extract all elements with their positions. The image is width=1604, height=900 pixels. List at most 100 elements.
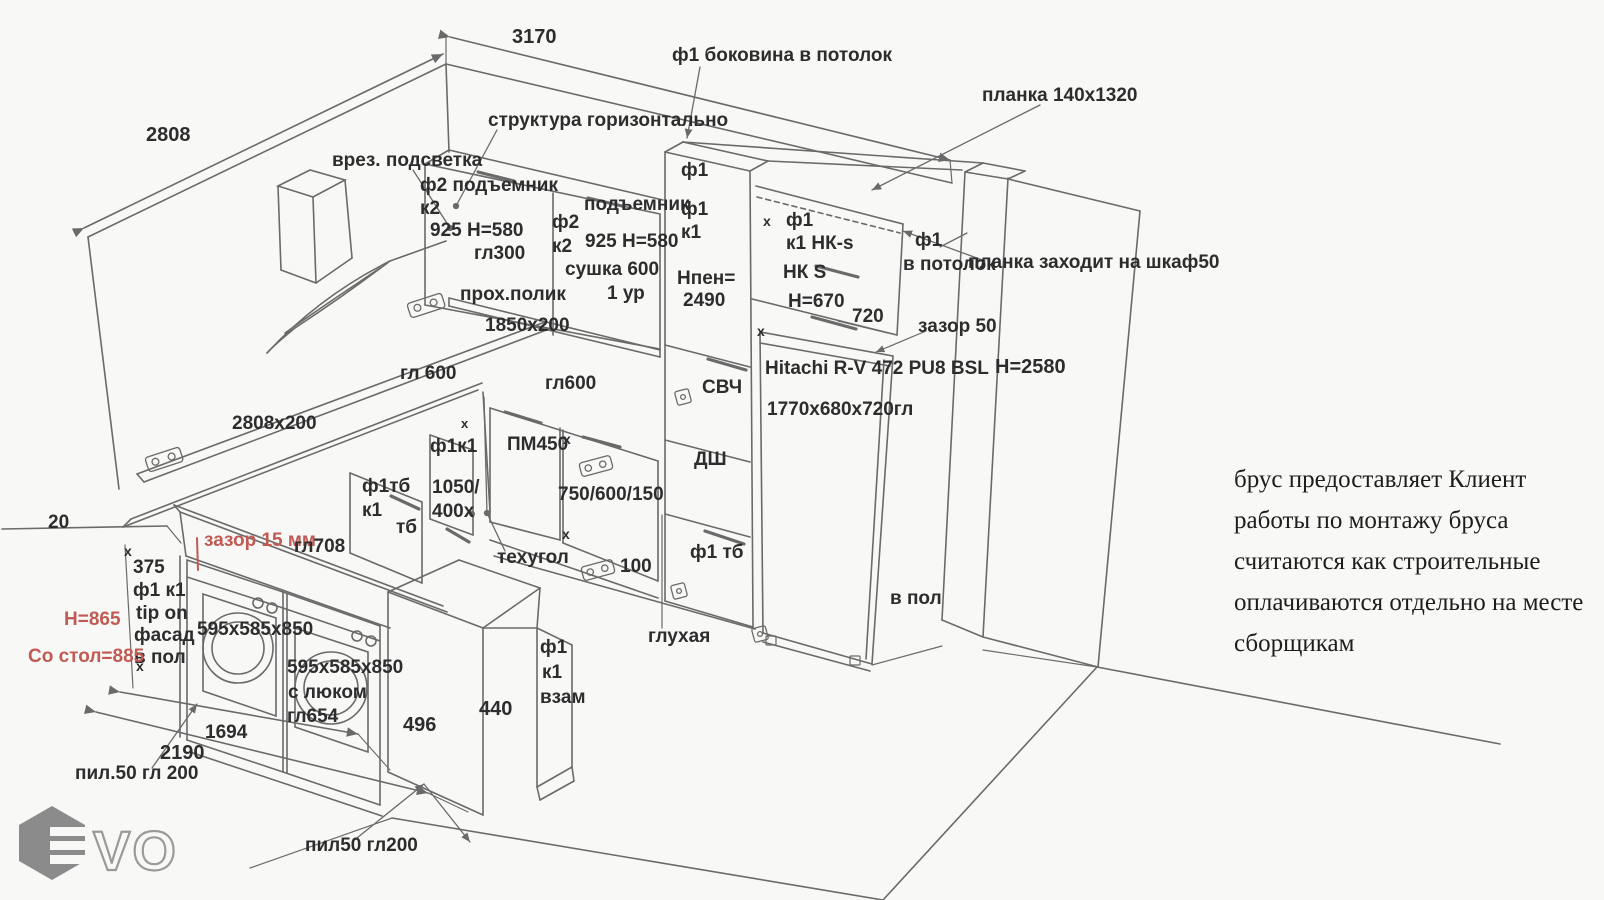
diagram-label: ф1 [786,210,814,231]
diagram-label: 750/600/150 [558,484,664,505]
corner-unit [349,434,475,584]
diagram-label: 2190 [160,742,205,764]
diagram-label: ДШ [694,449,727,470]
fridge [759,330,927,672]
diagram-label: 1770х680х720гл [767,399,914,420]
diagram-label: ф2 подъемник [420,175,559,196]
diagram-label: tip on [136,603,188,624]
diagram-label: Со стол=885 [28,646,145,667]
diagram-label: СВЧ [702,377,743,398]
diagram-label: к1 [362,500,383,521]
diagram-label: ф1 [681,160,709,181]
diagram-label: гл600 [545,373,597,394]
note-line: считаются как строительные [1234,548,1541,575]
diagram-label: 1694 [205,722,248,743]
diagram-label: зазор 15 мм [204,530,316,551]
diagram-label: Н=2580 [995,356,1066,378]
diagram-label: х [124,543,132,559]
diagram-label: в пол [890,588,942,609]
diagram-label: 1 ур [607,283,645,304]
diagram-label: ф1 боковина в потолок [672,45,893,66]
diagram-label: 400х [432,501,475,522]
pantry-column [664,141,769,628]
socket-icon [406,292,446,319]
diagram-label: 595х585х850 [197,619,314,640]
diagram-label: пил.50 гл 200 [75,763,199,784]
diagram-label: 496 [403,714,437,736]
diagram-label: ф1 [915,230,943,251]
dimension-lines-bottom [83,685,471,843]
red-marks [196,537,199,571]
diagram-label: пил50 гл200 [305,835,418,856]
socket-icon [751,625,769,643]
diagram-label: взам [540,687,586,708]
diagram-label: х [461,416,469,431]
diagram-label: х [136,658,144,674]
diagram-label: НК S [783,262,827,283]
diagram-label: 20 [48,512,70,533]
note-line: сборщикам [1234,630,1355,657]
socket-icon [578,455,614,477]
diagram-label: 3170 [512,26,557,48]
diagram-label: к2 [552,236,573,257]
diagram-label: в потолок [903,254,996,275]
hood [266,169,447,354]
dimension-lines-top [71,29,953,238]
diagram-label: ф1тб [362,476,411,497]
diagram-label: фасад [134,625,195,646]
note-line: оплачиваются отдельно на месте [1234,589,1584,616]
floor-lines [249,645,1501,900]
diagram-label: гл300 [474,243,526,264]
base-cabinets-back-wall [489,407,756,630]
diagram-label: тб [396,517,418,538]
diagram-label: ПМ450 [507,434,569,455]
logo-text: VO [93,819,178,882]
diagram-label: техугол [497,547,569,568]
diagram-label: к1 НК-s [786,233,854,254]
diagram-label: 595х585х850 [287,657,404,678]
leader-lines [412,66,1041,552]
diagram-label: ф2 [552,212,580,233]
diagram-label: глухая [648,626,711,647]
diagram-label: сушка 600 [565,259,660,280]
diagram-label: в пол [134,647,186,668]
diagram-label: х [563,431,571,447]
diagram-label: структура горизонтально [488,110,729,131]
diagram-label: подъемник [584,194,690,215]
diagram-label: х [757,323,765,339]
note-line: брус предоставляет Клиент [1234,466,1527,493]
note-text: брус предоставляет Клиент работы по монта… [1234,459,1583,664]
diagram-label: Н=670 [788,291,845,312]
socket-icons [144,292,769,643]
diagram-label: 1850х200 [485,315,570,336]
diagram-label: зазор 50 [918,316,997,337]
upper-cabinets [424,149,664,358]
diagram-label: 2808х200 [232,413,317,434]
dim-20-line [1,525,182,689]
diagram-label: Н=865 [64,609,121,630]
diagram-label: 2808 [146,124,191,146]
note-line: работы по монтажу бруса [1234,507,1509,534]
diagram-label: гл 600 [400,363,457,384]
diagram-label: ф1 [540,637,568,658]
diagram-label: прох.полик [460,284,566,305]
diagram-label: Hitachi R-V 472 PU8 BSL [765,358,989,379]
socket-icon [144,446,184,473]
diagram-label: ф1 [681,199,709,220]
diagram-label: планка заходит на шкаф50 [968,252,1220,273]
diagram-label: врез. подсветка [332,150,483,171]
diagram-label: 925 Н=580 [430,220,524,241]
diagram-label: гл654 [287,706,339,727]
diagram-label: ф1 тб [690,542,744,563]
diagram-label: 375 [133,557,165,578]
diagram-label: 2490 [683,290,726,311]
diagram-label: 440 [479,698,513,720]
socket-icon [670,582,688,600]
diagram-label: ф1к1 [430,436,478,457]
evo-logo: VO [19,806,178,883]
diagram-label: 925 Н=580 [585,231,679,252]
diagram-label: 1050/ [432,477,480,498]
diagram-label: 720 [852,306,884,327]
diagram-label: к1 [542,662,563,683]
